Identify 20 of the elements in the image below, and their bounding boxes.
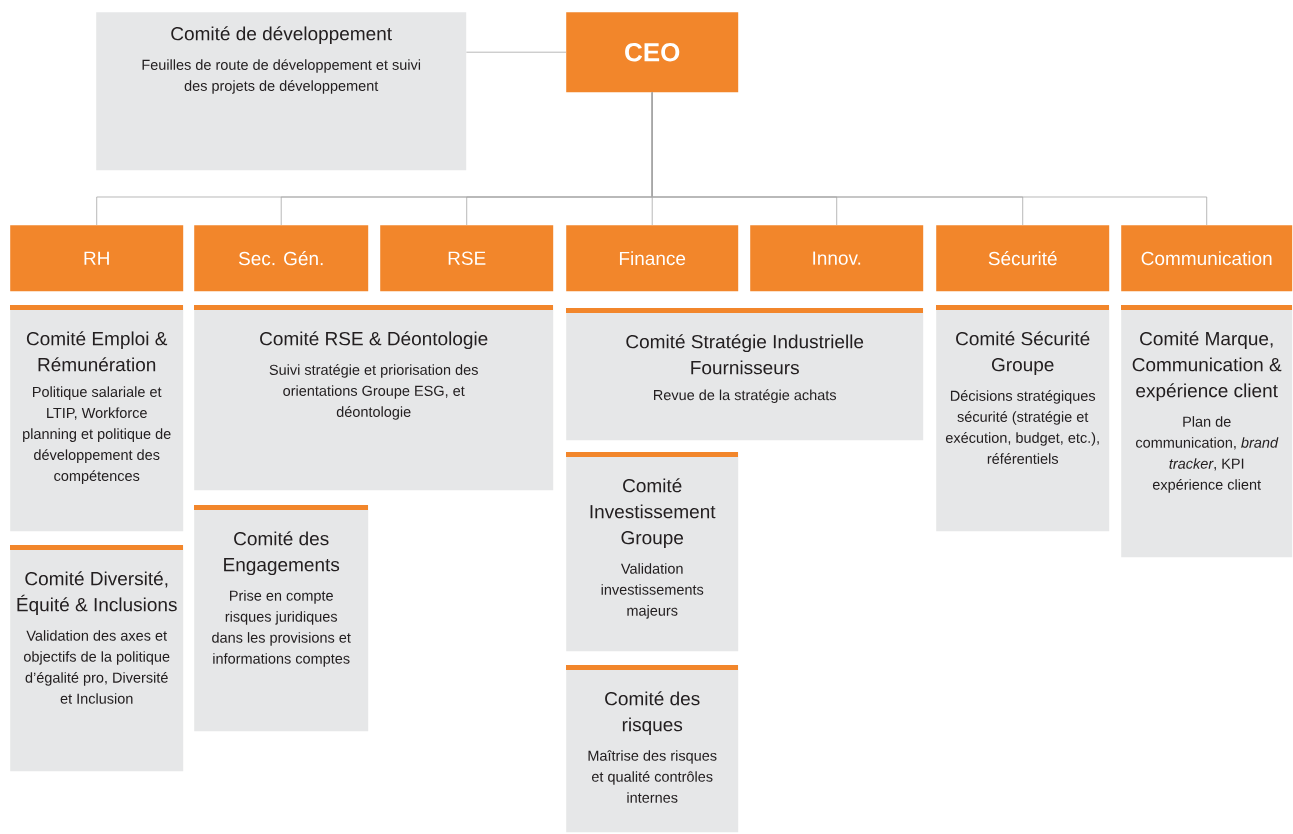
department-box: Innov. bbox=[750, 225, 924, 292]
department-box: CEO bbox=[566, 12, 739, 93]
committee-box: Comité Sécurité Groupe Décisions stratégiques sécurité (stratégie et exécution, budget, etc.), référentiels bbox=[936, 305, 1110, 532]
department-box: Sécurité bbox=[936, 225, 1110, 292]
connector-line bbox=[651, 92, 1208, 226]
department-box: RSE bbox=[380, 225, 554, 292]
committee-box: Comité de développement Feuilles de route de développement et suivi des projets de développement bbox=[96, 12, 467, 171]
department-box: RH bbox=[10, 225, 184, 292]
committee-box: Comité Stratégie Industrielle Fournisseurs Revue de la stratégie achats bbox=[566, 308, 924, 441]
department-box: Finance bbox=[566, 225, 739, 292]
connector-line bbox=[466, 51, 567, 53]
committee-box: Comité Marque, Communication & expérience client Plan de communication, brand tracker, KPI expérience client bbox=[1121, 305, 1293, 558]
committee-box: Comité Investissement Groupe Validation investissements majeurs bbox=[566, 452, 739, 652]
committee-box: Comité des risques Maîtrise des risques et qualité contrôles internes bbox=[566, 665, 739, 833]
department-box: Sec. Gén. bbox=[194, 225, 369, 292]
committee-box: Comité des Engagements Prise en compte risques juridiques dans les provisions et informations comptes bbox=[194, 505, 369, 732]
department-box: Communication bbox=[1121, 225, 1293, 292]
committee-box: Comité Diversité, Équité & Inclusions Validation des axes et objectifs de la politique d’égalité pro, Diversité et Inclusion bbox=[10, 545, 184, 772]
committee-box: Comité Emploi & Rémunération Politique salariale et LTIP, Workforce planning et politique de développement des compétences bbox=[10, 305, 184, 532]
committee-box: Comité RSE & Déontologie Suivi stratégie et priorisation des orientations Groupe ESG, et déontologie bbox=[194, 305, 554, 491]
